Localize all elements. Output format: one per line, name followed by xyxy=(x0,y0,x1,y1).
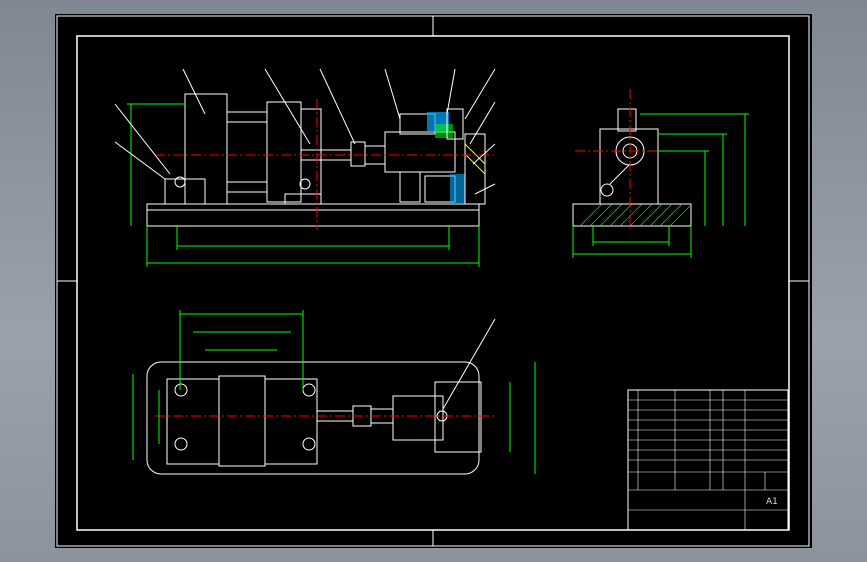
side-bracket xyxy=(599,128,659,205)
front-leaders xyxy=(114,68,496,195)
cad-drawing: A1 xyxy=(56,15,810,547)
cylinder-rear-cap xyxy=(184,93,228,205)
top-clamp-block xyxy=(392,395,444,441)
cad-model-space[interactable]: A1 xyxy=(55,14,812,548)
scale-code: A1 xyxy=(766,497,778,507)
inner-frame xyxy=(76,35,790,531)
base-plate xyxy=(146,203,480,227)
cylinder-front-cap xyxy=(266,101,302,203)
front-view[interactable] xyxy=(114,68,496,267)
front-dimensions xyxy=(127,103,480,267)
side-view[interactable] xyxy=(572,89,749,258)
top-base-plate xyxy=(146,361,480,475)
title-block[interactable]: A1 xyxy=(627,389,789,531)
top-dimensions xyxy=(132,310,536,474)
side-dimensions xyxy=(572,113,749,258)
outer-frame xyxy=(56,15,810,547)
cylinder-barrel xyxy=(226,111,268,193)
frame-center-marks xyxy=(57,16,809,546)
top-cylinder xyxy=(218,375,266,467)
top-view[interactable] xyxy=(132,310,536,475)
base-hatch xyxy=(579,203,692,227)
